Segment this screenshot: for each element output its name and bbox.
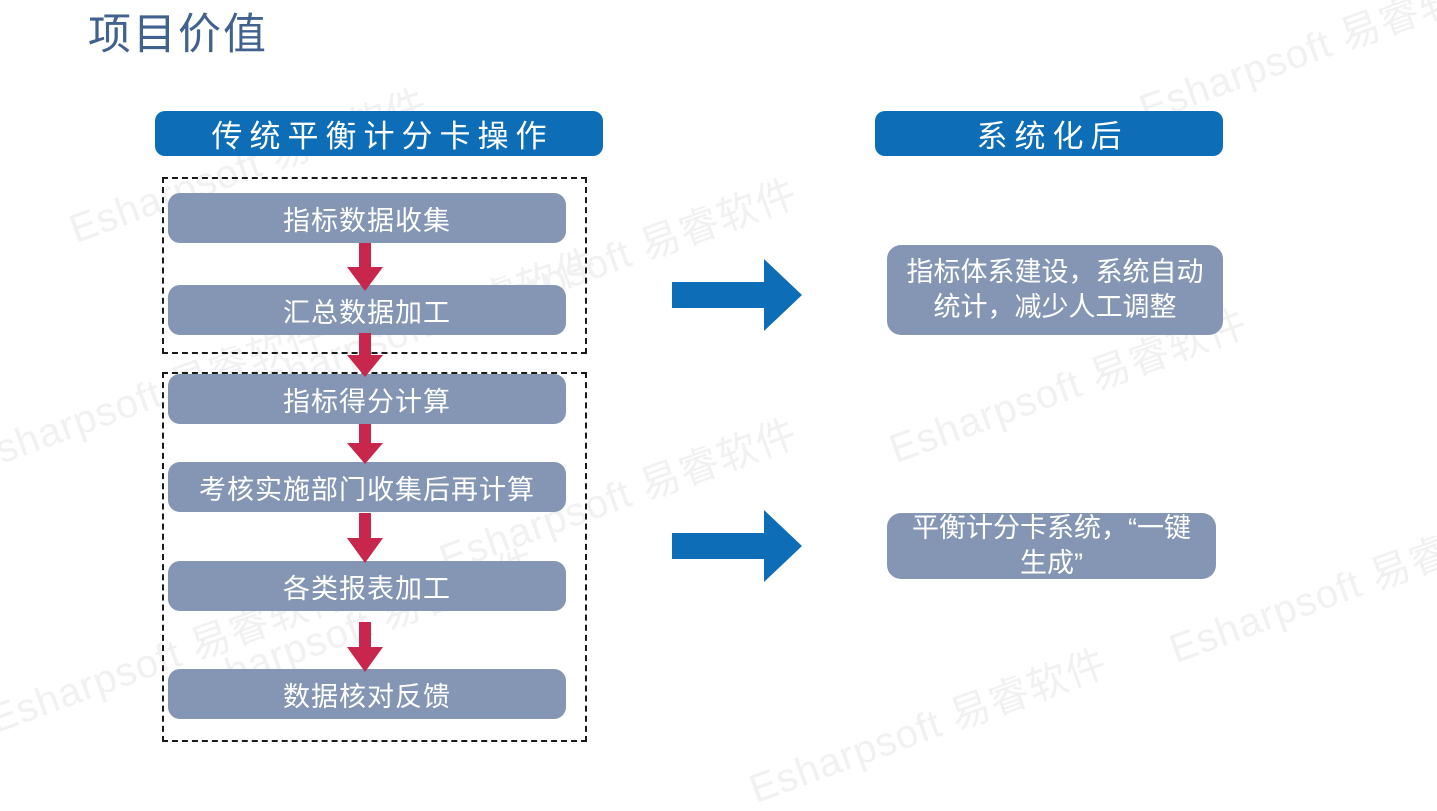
arrow-right-icon <box>672 510 802 582</box>
dashed-group-data-collection <box>162 177 587 354</box>
process-box-indicator-data-collection[interactable]: 指标数据收集 <box>168 193 566 243</box>
arrow-right-icon <box>672 259 802 331</box>
process-box-indicator-score-calculation[interactable]: 指标得分计算 <box>168 374 566 424</box>
down-arrow-icon <box>347 333 383 377</box>
process-box-aggregate-data-processing[interactable]: 汇总数据加工 <box>168 285 566 335</box>
column-header-traditional: 传统平衡计分卡操作 <box>155 111 603 156</box>
process-box-data-verification-feedback[interactable]: 数据核对反馈 <box>168 669 566 719</box>
down-arrow-icon <box>347 513 383 563</box>
page-title: 项目价值 <box>88 11 268 59</box>
down-arrow-icon <box>347 243 383 291</box>
process-box-report-processing[interactable]: 各类报表加工 <box>168 561 566 611</box>
process-box-department-recalculation[interactable]: 考核实施部门收集后再计算 <box>168 462 566 512</box>
dashed-group-scoring-reporting <box>162 372 587 742</box>
column-header-systemized: 系统化后 <box>875 111 1223 156</box>
watermark-text: Esharpsoft 易睿软件 <box>743 641 1114 811</box>
down-arrow-icon <box>347 622 383 672</box>
down-arrow-icon <box>347 424 383 464</box>
outcome-box-indicator-system[interactable]: 指标体系建设，系统自动统计，减少人工调整 <box>887 245 1223 335</box>
outcome-box-bsc-system[interactable]: 平衡计分卡系统，“一键生成” <box>887 513 1216 579</box>
